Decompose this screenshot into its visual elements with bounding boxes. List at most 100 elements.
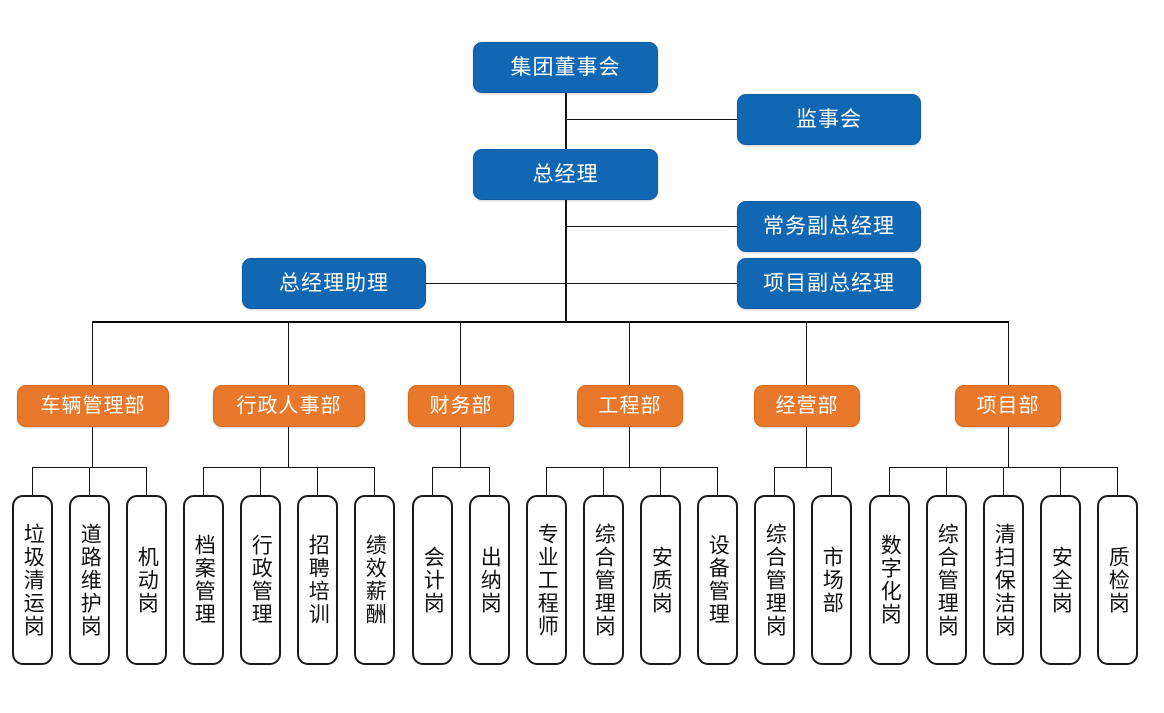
node-position-label: 设备管理 [706,534,730,626]
connector-dept5-stem [806,425,807,467]
connector-bus-to-dept-5 [806,321,807,385]
node-position-cleaning-sanitation[interactable]: 清扫保洁岗 [983,495,1024,665]
node-position-safety[interactable]: 安全岗 [1040,495,1081,665]
node-exec-deputy-gm-label: 常务副总经理 [763,214,895,238]
connector-dept5-leaf-1 [774,467,775,495]
node-department-project[interactable]: 项目部 [955,385,1061,427]
node-position-waste-transport[interactable]: 垃圾清运岗 [12,495,53,665]
connector-dept4-leaf-1 [546,467,547,495]
connector-dept4-leaf-3 [660,467,661,495]
node-position-label: 综合管理岗 [763,522,787,638]
connector-board-to-supervisors [565,119,737,120]
node-position-performance-compensation[interactable]: 绩效薪酬 [354,495,395,665]
node-position-label: 绩效薪酬 [363,534,387,626]
connector-board-to-gm [565,92,567,150]
node-position-label: 质检岗 [1106,545,1130,615]
node-position-label: 道路维护岗 [78,522,102,638]
node-project-deputy-gm[interactable]: 项目副总经理 [737,258,921,309]
connector-dept6-leaf-3 [1003,467,1004,495]
connector-dept5-leaf-2 [831,467,832,495]
node-position-equipment-management[interactable]: 设备管理 [697,495,738,665]
node-position-label: 出纳岗 [478,545,502,615]
node-position-cashier[interactable]: 出纳岗 [469,495,510,665]
connector-bus-to-dept-1 [92,321,93,385]
connector-dept2-leaf-2 [260,467,261,495]
node-department-project-label: 项目部 [976,395,1040,417]
connector-dept1-leaf-2 [89,467,90,495]
connector-bus-to-dept-2 [288,321,289,385]
connector-dept2-leaf-4 [374,467,375,495]
node-supervisors[interactable]: 监事会 [737,94,921,145]
node-position-label: 安全岗 [1049,545,1073,615]
node-position-label: 市场部 [820,545,844,615]
connector-dept6-stem [1008,425,1009,467]
node-position-label: 安质岗 [649,545,673,615]
node-department-engineering[interactable]: 工程部 [577,385,683,427]
connector-dept2-leaf-1 [203,467,204,495]
node-position-digitalization[interactable]: 数字化岗 [869,495,910,665]
connector-gm-to-assistant [425,283,566,284]
connector-bus-to-dept-3 [460,321,461,385]
connector-dept2-bus [203,467,375,468]
connector-gm-to-exec-deputy [565,226,737,227]
node-department-admin-hr[interactable]: 行政人事部 [213,385,365,427]
node-position-label: 综合管理岗 [935,522,959,638]
connector-dept1-leaf-1 [32,467,33,495]
connector-dept5-bus [774,467,832,468]
node-position-mobile-duty[interactable]: 机动岗 [126,495,167,665]
node-position-label: 机动岗 [135,545,159,615]
node-department-vehicle[interactable]: 车辆管理部 [17,385,169,427]
node-position-project-general-management[interactable]: 综合管理岗 [926,495,967,665]
node-position-engineering-general-management[interactable]: 综合管理岗 [583,495,624,665]
connector-dept1-stem [92,425,93,467]
connector-dept1-leaf-3 [146,467,147,495]
node-department-operations[interactable]: 经营部 [754,385,860,427]
connector-dept6-leaf-4 [1060,467,1061,495]
connector-dept6-leaf-5 [1117,467,1118,495]
node-board[interactable]: 集团董事会 [473,42,658,93]
node-department-admin-hr-label: 行政人事部 [236,395,342,417]
node-department-engineering-label: 工程部 [598,395,662,417]
connector-dept4-bus [546,467,718,468]
connector-gm-to-project-deputy [565,283,737,284]
node-position-label: 垃圾清运岗 [21,522,45,638]
connector-dept3-stem [460,425,461,467]
node-position-admin-management[interactable]: 行政管理 [240,495,281,665]
connector-dept2-leaf-3 [317,467,318,495]
node-department-finance[interactable]: 财务部 [408,385,514,427]
node-position-marketing[interactable]: 市场部 [811,495,852,665]
node-position-label: 招聘培训 [306,534,330,626]
connector-dept4-stem [629,425,630,467]
connector-dept6-leaf-2 [946,467,947,495]
node-general-manager[interactable]: 总经理 [473,149,658,200]
node-project-deputy-gm-label: 项目副总经理 [763,271,895,295]
connector-dept3-bus [432,467,490,468]
node-department-finance-label: 财务部 [429,395,493,417]
node-position-recruitment-training[interactable]: 招聘培训 [297,495,338,665]
node-exec-deputy-gm[interactable]: 常务副总经理 [737,201,921,252]
node-position-quality-inspection[interactable]: 质检岗 [1097,495,1138,665]
node-board-label: 集团董事会 [510,55,621,79]
connector-gm-to-bus [565,199,567,322]
node-position-safety-quality[interactable]: 安质岗 [640,495,681,665]
node-gm-assistant-label: 总经理助理 [279,271,389,295]
connector-bus-to-dept-4 [629,321,630,385]
connector-dept4-leaf-4 [717,467,718,495]
node-position-accounting[interactable]: 会计岗 [412,495,453,665]
node-position-label: 档案管理 [192,534,216,626]
department-bus [92,321,1009,323]
node-gm-assistant[interactable]: 总经理助理 [242,258,426,309]
node-department-operations-label: 经营部 [775,395,839,417]
node-position-label: 数字化岗 [878,534,902,626]
node-position-professional-engineer[interactable]: 专业工程师 [526,495,567,665]
node-position-road-maintenance[interactable]: 道路维护岗 [69,495,110,665]
node-position-operations-general-management[interactable]: 综合管理岗 [754,495,795,665]
node-position-label: 行政管理 [249,534,273,626]
connector-dept2-stem [288,425,289,467]
node-position-label: 专业工程师 [535,522,559,638]
connector-dept3-leaf-2 [489,467,490,495]
node-supervisors-label: 监事会 [796,107,862,131]
node-position-label: 清扫保洁岗 [992,522,1016,638]
connector-dept3-leaf-1 [432,467,433,495]
node-position-records-management[interactable]: 档案管理 [183,495,224,665]
